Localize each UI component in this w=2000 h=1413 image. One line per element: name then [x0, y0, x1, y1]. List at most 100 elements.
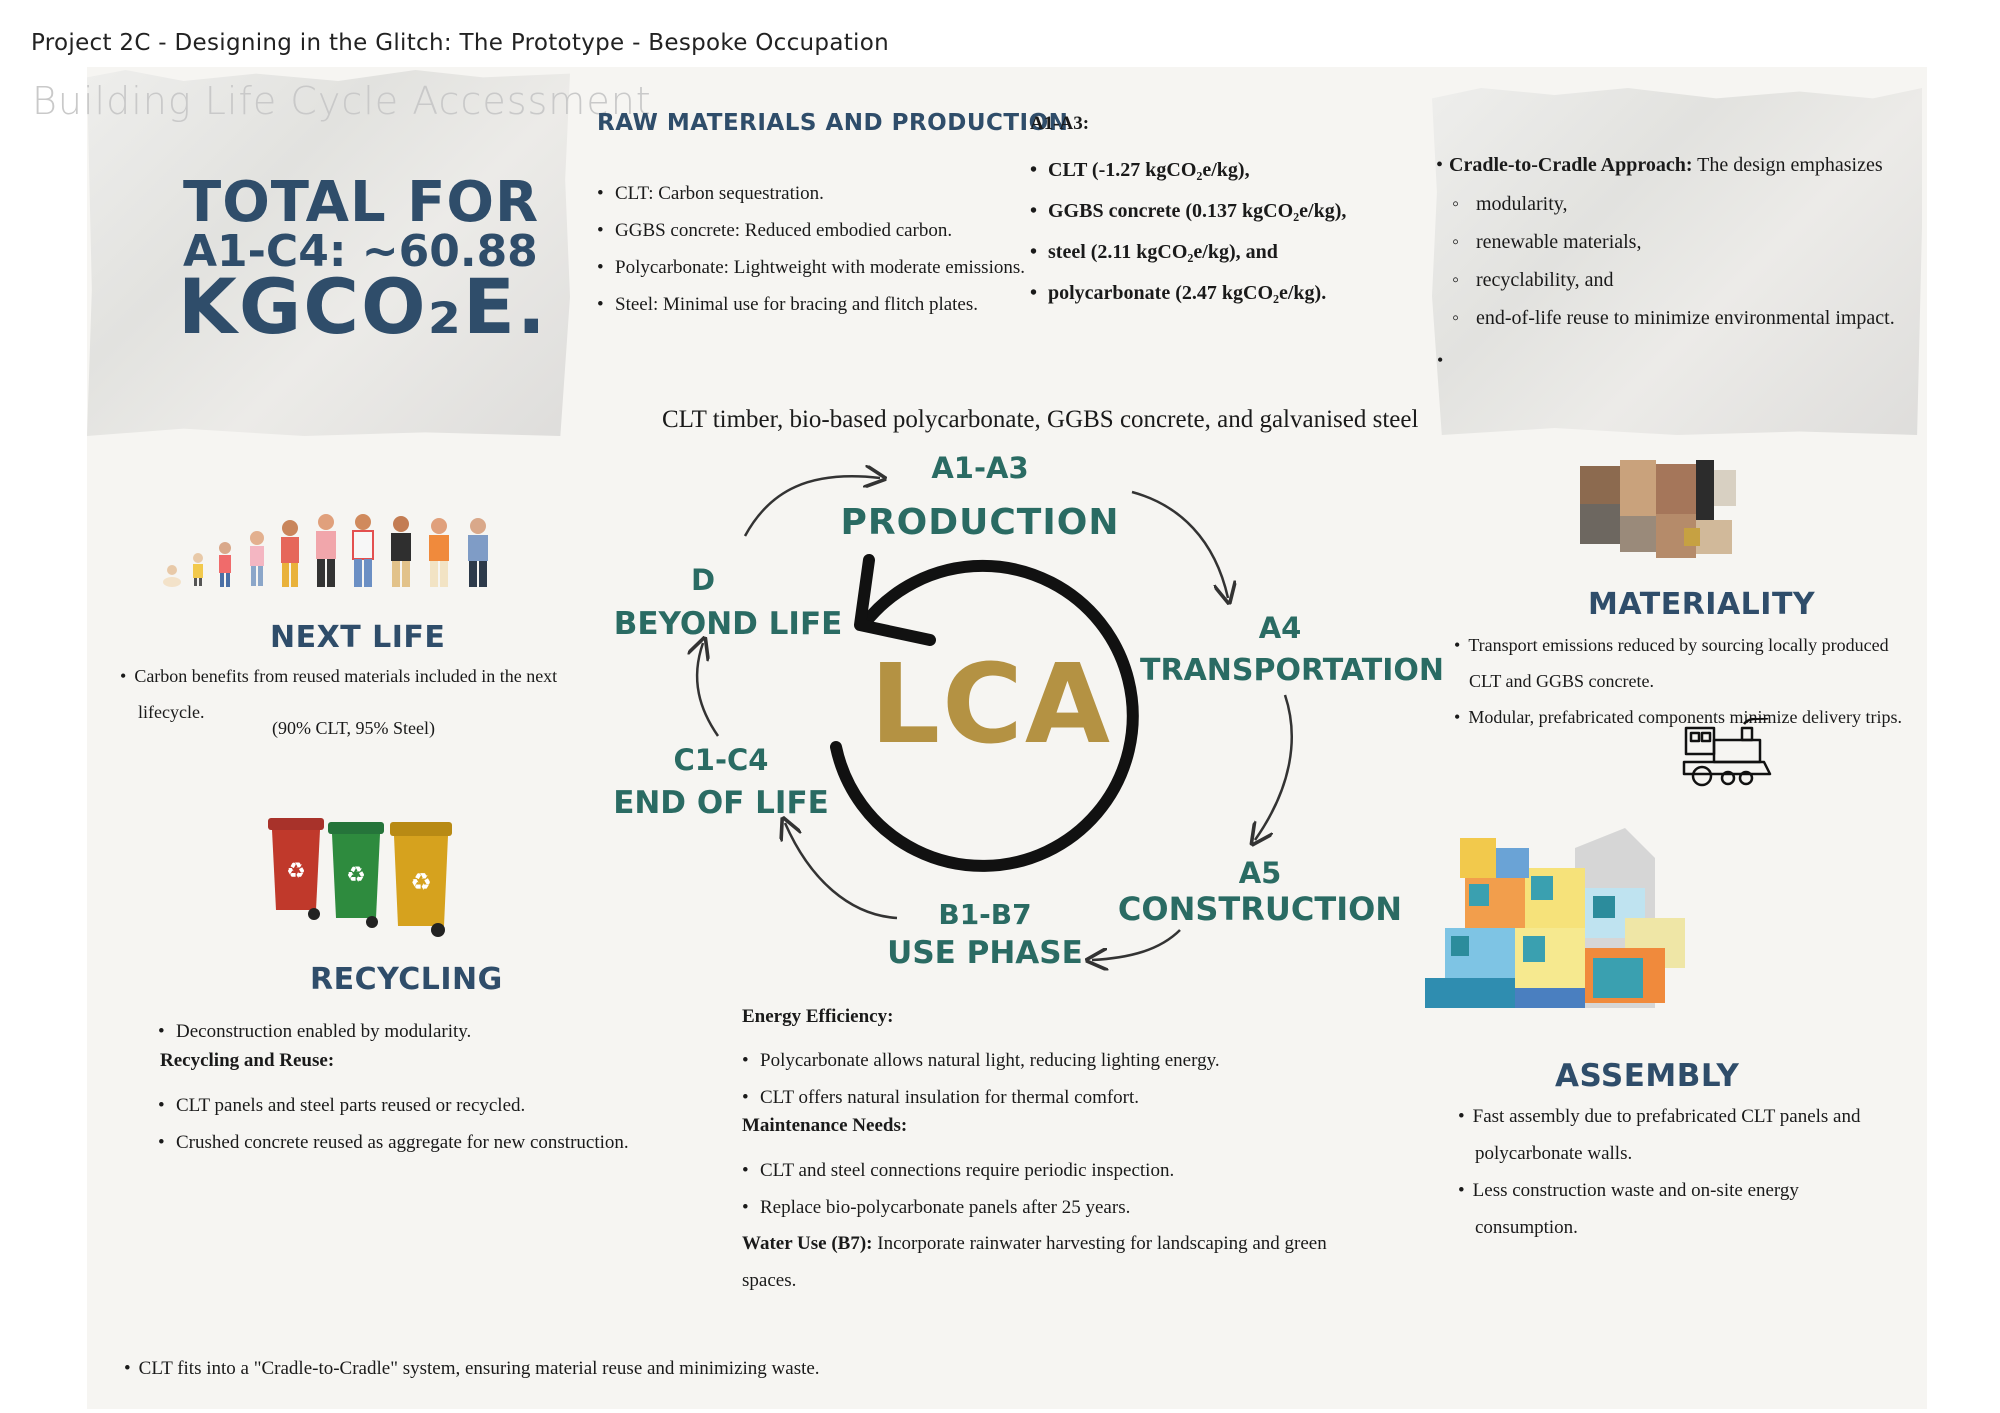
list-item: Crushed concrete reused as aggregate for… — [158, 1124, 718, 1161]
lca-center-label: LCA — [870, 640, 1112, 768]
recycling-list-2: CLT panels and steel parts reused or rec… — [158, 1087, 718, 1161]
arrow-d-to-a1a3 — [743, 476, 880, 537]
list-item: renewable materials, — [1452, 223, 1922, 261]
assembly-item1-line1: Fast assembly due to prefabricated CLT p… — [1472, 1106, 1861, 1127]
total-line2: A1-C4: ~60.88 — [183, 226, 538, 277]
list-item: CLT and steel connections require period… — [742, 1152, 1382, 1189]
list-item: CLT panels and steel parts reused or rec… — [158, 1087, 718, 1124]
list-item: recyclability, and — [1452, 261, 1922, 299]
middle-aged-figure — [391, 516, 411, 587]
green-bin: ♻ — [328, 822, 384, 928]
yellow-bin: ♻ — [390, 822, 452, 937]
arrow-a4-to-a5 — [1255, 694, 1293, 840]
water-use-label: Water Use (B7): — [742, 1233, 873, 1254]
list-item: Steel: Minimal use for bracing and flitc… — [597, 286, 1047, 323]
red-bin: ♻ — [268, 818, 324, 920]
arrow-b-to-c — [785, 823, 898, 920]
list-item: end-of-life reuse to minimize environmen… — [1452, 299, 1922, 337]
total-line3: KGCO₂E. — [178, 262, 548, 351]
footer-note: •CLT fits into a "Cradle-to-Cradle" syst… — [124, 1358, 820, 1379]
list-item: GGBS concrete (0.137 kgCO₂e/kg), — [1030, 191, 1410, 232]
project-header: Project 2C - Designing in the Glitch: Th… — [31, 30, 889, 56]
list-item: polycarbonate (2.47 kgCO₂e/kg). — [1030, 273, 1410, 314]
raw-materials-heading: RAW MATERIALS AND PRODUCTION — [597, 110, 1069, 136]
assembly-list: •Fast assembly due to prefabricated CLT … — [1458, 1106, 1861, 1238]
next-life-note: (90% CLT, 95% Steel) — [272, 718, 435, 738]
assembly-heading: ASSEMBLY — [1555, 1058, 1740, 1094]
materiality-item2: Modular, prefabricated components minimi… — [1468, 707, 1902, 727]
recycling-bins-illustration: ♻ ♻ ♻ — [268, 818, 452, 937]
stage-a4-name: TRANSPORTATION — [1140, 653, 1444, 688]
list-item: Deconstruction enabled by modularity. — [158, 1013, 718, 1050]
stage-d-name: BEYOND LIFE — [613, 606, 843, 642]
next-life-item: •Carbon benefits from reused materials i… — [120, 666, 558, 722]
water-use-text: Incorporate rainwater harvesting for lan… — [872, 1233, 1327, 1254]
torn-paper-total — [87, 70, 570, 436]
girl-figure — [250, 531, 264, 586]
materiality-item1-line1: Transport emissions reduced by sourcing … — [1468, 635, 1889, 655]
material-samples-image — [1580, 460, 1736, 558]
cradle-lead: •Cradle-to-Cradle Approach: The design e… — [1436, 154, 1883, 176]
cradle-lead-bold: Cradle-to-Cradle Approach: — [1449, 154, 1693, 176]
people-lifecycle-illustration — [163, 514, 488, 587]
list-item: CLT (-1.27 kgCO₂e/kg), — [1030, 150, 1410, 191]
adult-figure — [352, 514, 374, 587]
footer-note-text: CLT fits into a "Cradle-to-Cradle" syste… — [138, 1358, 820, 1379]
stage-a5-code: A5 — [1238, 856, 1282, 890]
list-item: modularity, — [1452, 185, 1922, 223]
materials-line: CLT timber, bio-based polycarbonate, GGB… — [662, 406, 1419, 433]
next-life-heading: NEXT LIFE — [270, 620, 446, 655]
energy-list: Polycarbonate allows natural light, redu… — [742, 1042, 1382, 1116]
list-item: steel (2.11 kgCO₂e/kg), and — [1030, 232, 1410, 273]
water-use-text2: spaces. — [742, 1270, 797, 1291]
materiality-list: •Transport emissions reduced by sourcing… — [1454, 635, 1902, 727]
recycling-list-1: Deconstruction enabled by modularity. — [158, 1013, 718, 1050]
older-adult-figure — [429, 518, 449, 587]
a1a3-heading: A1-A3: — [1030, 113, 1090, 134]
list-item: Polycarbonate: Lightweight with moderate… — [597, 249, 1047, 286]
water-use: Water Use (B7): Incorporate rainwater ha… — [742, 1225, 1327, 1299]
train-icon — [1682, 718, 1772, 787]
stage-a1a3-name: PRODUCTION — [840, 502, 1120, 543]
maintenance-list: CLT and steel connections require period… — [742, 1152, 1382, 1226]
materiality-heading: MATERIALITY — [1588, 587, 1816, 622]
teen-figure — [281, 520, 299, 587]
assembly-item1-line2: polycarbonate walls. — [1475, 1143, 1633, 1164]
total-line1: TOTAL FOR — [183, 170, 540, 235]
child-figure — [219, 542, 231, 587]
stage-a1a3-code: A1-A3 — [931, 451, 1029, 485]
next-life-item-line1: Carbon benefits from reused materials in… — [134, 666, 558, 686]
a1a3-list: CLT (-1.27 kgCO₂e/kg), GGBS concrete (0.… — [1030, 150, 1410, 314]
stage-d-code: D — [690, 563, 716, 597]
stage-a4-code: A4 — [1258, 611, 1302, 645]
next-life-item-line2: lifecycle. — [138, 702, 205, 722]
list-item: GGBS concrete: Reduced embodied carbon. — [597, 212, 1047, 249]
stage-b-code: B1-B7 — [938, 898, 1032, 931]
baby-figure — [163, 565, 181, 587]
cradle-list: modularity, renewable materials, recycla… — [1452, 185, 1922, 337]
stage-c-name: END OF LIFE — [613, 785, 829, 821]
list-item: CLT: Carbon sequestration. — [597, 175, 1047, 212]
assembly-item2-line1: Less construction waste and on-site ener… — [1472, 1180, 1799, 1201]
stage-b-name: USE PHASE — [887, 935, 1083, 971]
cradle-lead-text: The design emphasizes — [1692, 154, 1883, 176]
stage-a5-name: CONSTRUCTION — [1117, 890, 1403, 928]
svg-text:♻: ♻ — [286, 859, 306, 884]
assembly-item2-line2: consumption. — [1475, 1217, 1578, 1238]
central-arrowhead — [854, 554, 936, 646]
svg-text:♻: ♻ — [410, 868, 432, 896]
recycling-heading: RECYCLING — [310, 962, 503, 997]
arrow-a1a3-to-a4 — [1131, 490, 1228, 598]
arrow-a5-to-b — [1092, 929, 1181, 960]
raw-materials-list: CLT: Carbon sequestration. GGBS concrete… — [597, 175, 1047, 323]
svg-text:♻: ♻ — [346, 863, 366, 888]
page-title: Building Life Cycle Accessment — [32, 79, 652, 123]
stage-c-code: C1-C4 — [673, 743, 769, 777]
list-item: CLT offers natural insulation for therma… — [742, 1079, 1382, 1116]
central-cycle-arrow — [830, 559, 1139, 872]
elderly-figure — [468, 518, 488, 587]
recycling-subheading: Recycling and Reuse: — [160, 1050, 335, 1071]
list-item: Replace bio-polycarbonate panels after 2… — [742, 1189, 1382, 1226]
list-item: Polycarbonate allows natural light, redu… — [742, 1042, 1382, 1079]
